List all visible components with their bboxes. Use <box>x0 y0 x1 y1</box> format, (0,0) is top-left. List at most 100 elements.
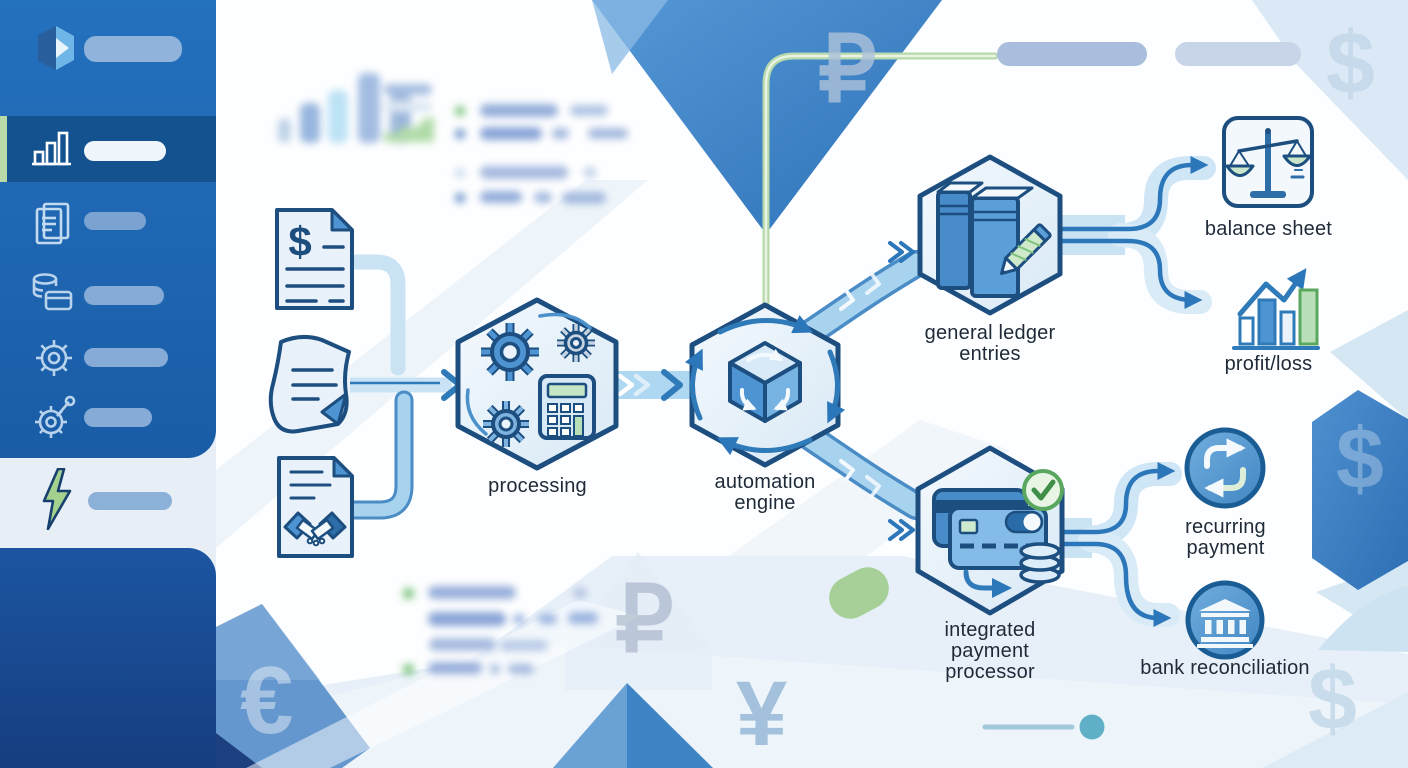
balance-scale-icon <box>1222 116 1314 208</box>
profit-loss-label: profit/loss <box>1224 353 1313 375</box>
blurred-pill <box>490 664 500 674</box>
green-connector-line <box>762 52 999 309</box>
blurred-bullet <box>403 588 414 599</box>
blurred-pill <box>384 101 432 112</box>
payment-processor-node <box>915 445 1065 616</box>
automation-to-ledger-pipe <box>796 250 930 347</box>
gear-wrench-icon[interactable] <box>32 394 76 442</box>
processing-to-automation-band <box>610 369 694 401</box>
processing-node <box>455 297 619 471</box>
logo-text-placeholder <box>84 36 182 62</box>
invoice-dollar-symbol: $ <box>288 218 311 265</box>
ledger-output-split <box>1062 156 1216 314</box>
nav-label-placeholder[interactable] <box>84 348 168 367</box>
blurred-pill <box>538 614 557 624</box>
blurred-pill <box>534 192 552 203</box>
teal-dot <box>1079 714 1105 740</box>
gear-lower-icon <box>483 401 529 447</box>
bottomleft-pentagon-highlight <box>216 604 320 680</box>
general-ledger-label: general ledger entries <box>924 322 1056 365</box>
bottom-center-blue-triangle <box>553 683 713 768</box>
blurred-pill <box>480 191 522 203</box>
sidebar-active-indicator <box>0 116 7 182</box>
calculator-icon <box>538 374 596 440</box>
blurred-pill <box>429 638 496 651</box>
ledger-entrance-chevrons <box>888 241 915 263</box>
blurred-bar <box>328 90 348 143</box>
blurred-pill <box>573 588 587 598</box>
automation-engine-node <box>684 302 846 468</box>
bottom-center-triangle-highlight <box>553 683 627 768</box>
blurred-pill <box>480 127 542 140</box>
rotation-arrows <box>684 315 846 456</box>
blurred-pill <box>588 128 628 139</box>
blurred-pill <box>513 614 525 624</box>
pencil-icon <box>999 223 1052 276</box>
coin-stack-icon <box>1019 542 1061 584</box>
payment-output-split <box>1062 462 1182 627</box>
blurred-bullet <box>455 193 465 203</box>
blurred-pill <box>480 166 568 179</box>
bottomright-corner-triangle <box>1262 692 1408 768</box>
blurred-bar <box>358 73 380 143</box>
nav-label-placeholder[interactable] <box>84 141 166 161</box>
blurred-bullet <box>455 129 465 139</box>
blurred-pill <box>570 105 608 116</box>
ledger-books-icon <box>936 181 1034 298</box>
bottomleft-navy-wedge <box>216 733 262 768</box>
check-circle-icon <box>1022 469 1064 511</box>
gear-large-icon <box>481 323 539 381</box>
blurred-pill <box>428 586 516 599</box>
sync-cube-icon <box>728 341 802 423</box>
bank-building-icon <box>1185 580 1265 660</box>
recurring-payment-label: recurring payment <box>1185 516 1266 559</box>
automation-to-payment-pipe <box>796 423 930 520</box>
right-light-poly-upper <box>1330 310 1408 420</box>
blurred-pill <box>384 84 432 95</box>
recurring-arrows-icon <box>1184 427 1266 509</box>
blurred-pill <box>568 612 598 624</box>
blurred-pill <box>480 104 558 117</box>
right-blue-hexagon <box>1312 390 1408 590</box>
invoice-dollar-document: $ <box>275 208 354 310</box>
nav-label-placeholder[interactable] <box>84 408 152 427</box>
quick-action-placeholder[interactable] <box>88 492 172 510</box>
blurred-pill <box>428 612 506 626</box>
blurred-pill <box>552 128 569 139</box>
coins-card-icon[interactable] <box>30 272 74 320</box>
documents-icon[interactable] <box>34 202 72 246</box>
payment-entrance-chevrons <box>888 519 915 541</box>
blurred-pill <box>584 167 596 178</box>
general-ledger-node <box>917 154 1063 316</box>
sidebar-bottom-panel <box>0 548 216 768</box>
blurred-bar <box>278 118 291 143</box>
blurred-bullet <box>455 168 465 178</box>
blurred-bullet <box>403 664 414 675</box>
blurred-pill <box>508 664 534 674</box>
growth-bar-chart-icon <box>1232 268 1320 350</box>
processing-label: processing <box>488 475 587 497</box>
card-to-database-arrow <box>963 569 1012 598</box>
statement-document <box>268 335 351 434</box>
cube-logo-icon <box>38 26 74 70</box>
contract-handshake-document <box>277 456 354 558</box>
blurred-pill <box>500 640 548 651</box>
handshake-icon <box>283 511 347 547</box>
gear-icon[interactable] <box>32 334 76 382</box>
gear-small-icon <box>557 324 595 362</box>
green-pill-shape <box>829 567 889 619</box>
automation-engine-label: automation engine <box>714 471 816 514</box>
bar-chart-icon[interactable] <box>32 130 72 168</box>
bank-reconciliation-label: bank reconciliation <box>1140 657 1310 679</box>
bottomright-light-wedge <box>1318 586 1408 652</box>
nav-label-placeholder[interactable] <box>84 212 146 230</box>
blurred-bullet <box>455 106 465 116</box>
nav-label-placeholder[interactable] <box>84 286 164 305</box>
payment-processor-label: integrated payment processor <box>944 619 1036 683</box>
lightning-icon[interactable] <box>40 468 74 530</box>
top-blue-polygon-highlight <box>592 0 668 74</box>
top-pill-1 <box>997 42 1147 66</box>
top-pill-2 <box>1175 42 1301 66</box>
